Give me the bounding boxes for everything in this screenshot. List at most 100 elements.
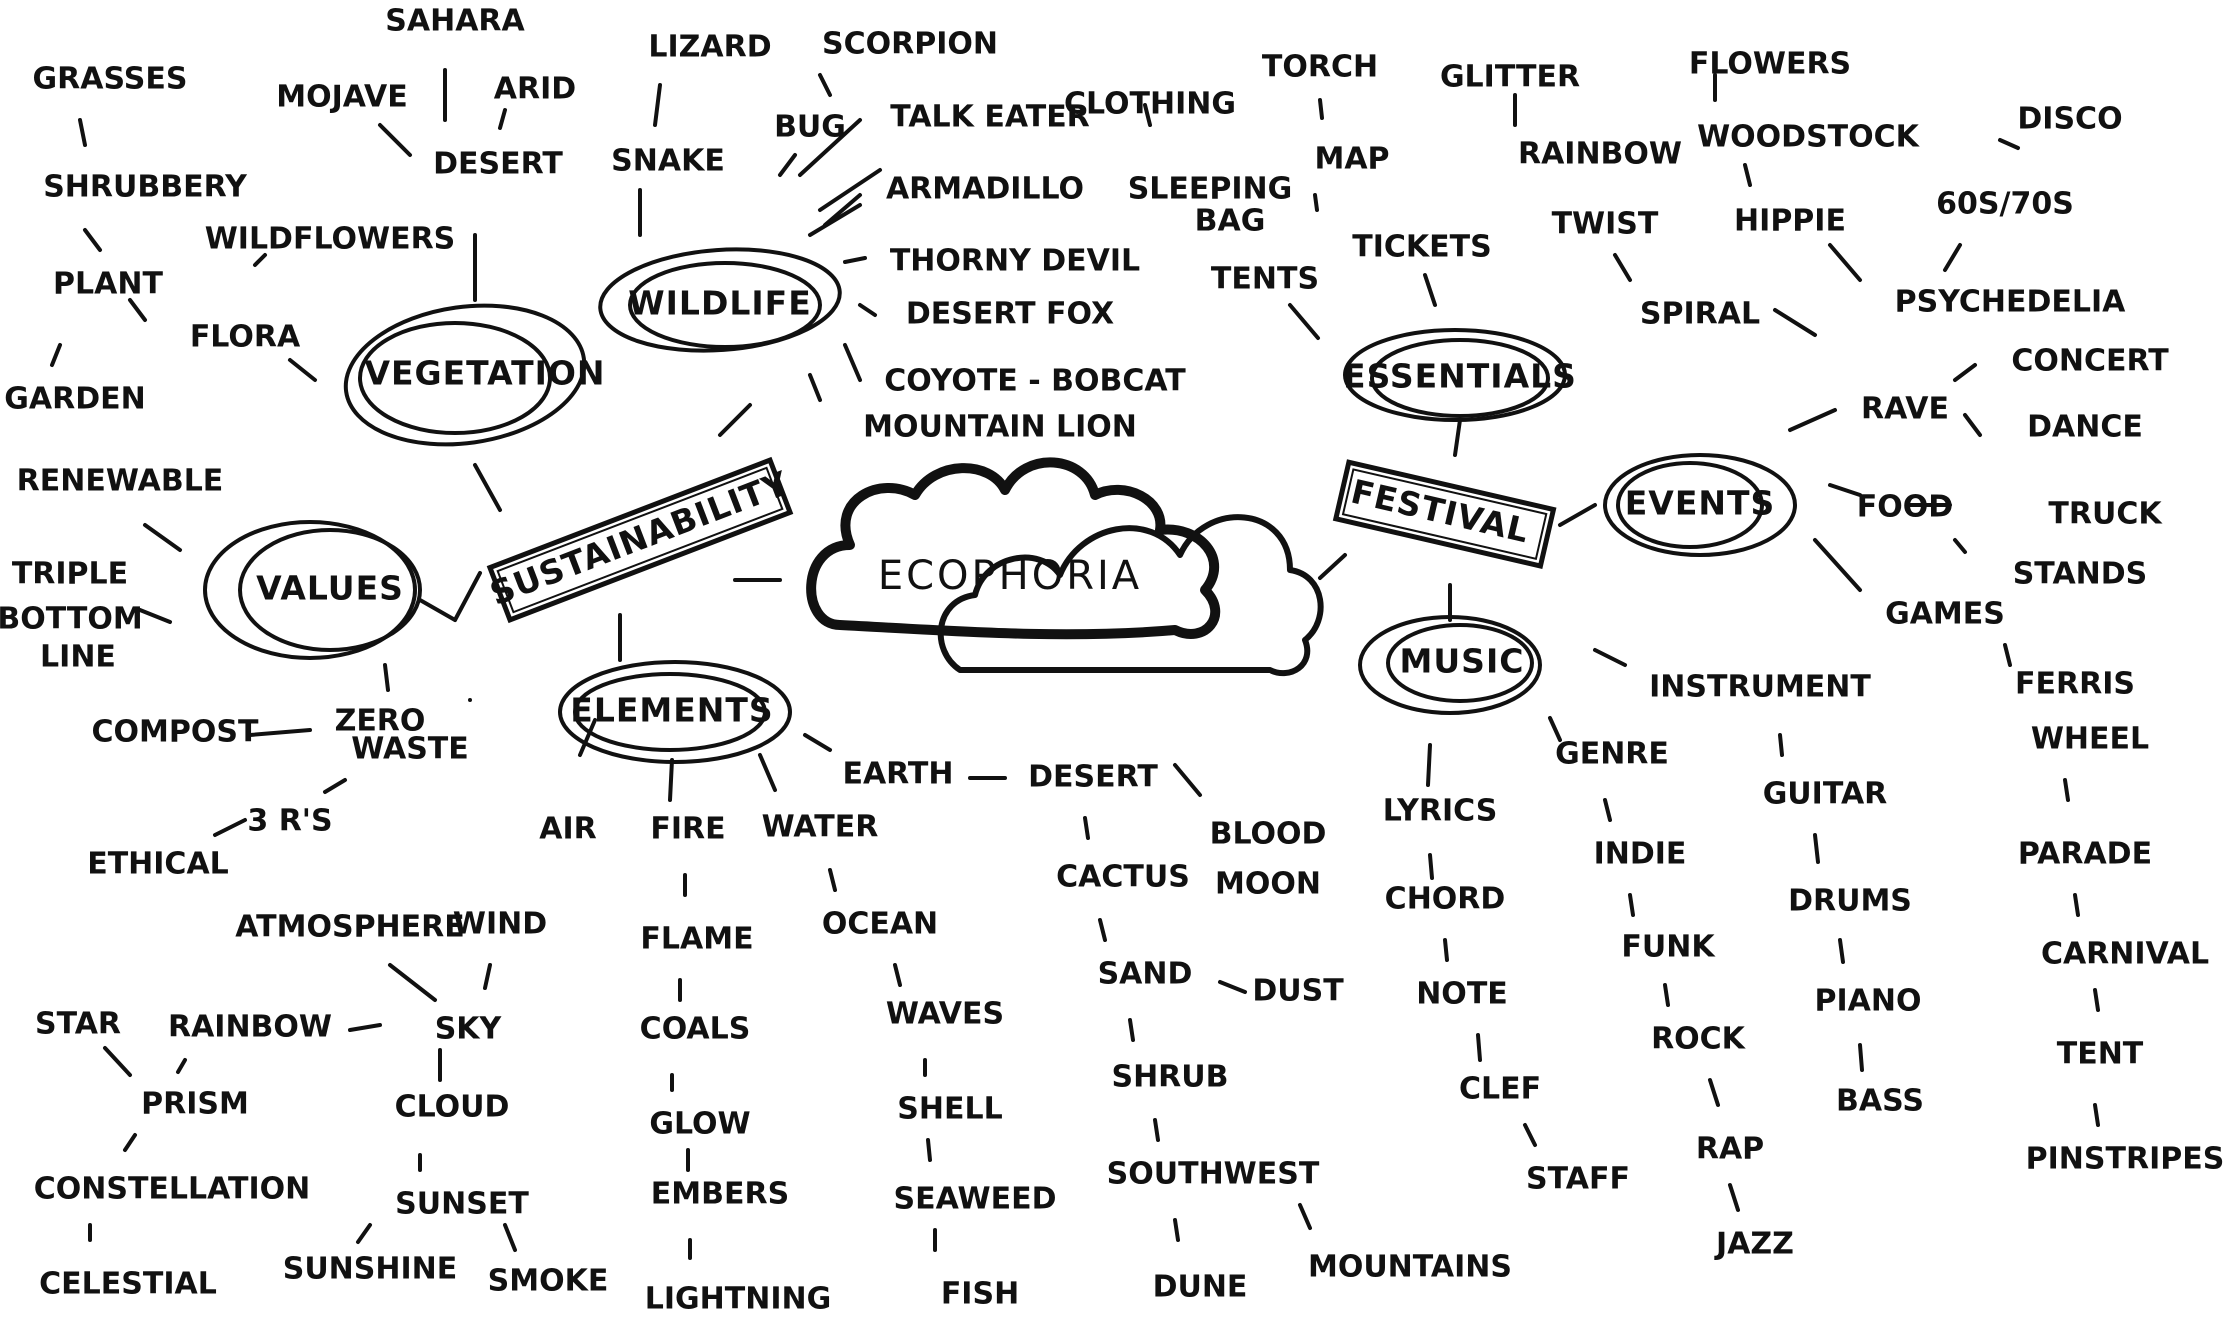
- word-twist: TWIST: [1552, 207, 1659, 242]
- word-moon: MOON: [1215, 867, 1321, 902]
- sustainability-label: SUSTAINABILITY: [485, 463, 794, 613]
- word-lizard: LIZARD: [648, 30, 771, 65]
- word-wheel: WHEEL: [2031, 722, 2149, 757]
- word-snake: SNAKE: [611, 144, 725, 179]
- word-sky: SKY: [435, 1012, 503, 1047]
- word-woodstock: WOODSTOCK: [1697, 120, 1921, 155]
- word-talk-eater: TALK EATER: [890, 100, 1090, 135]
- word-carnival: CARNIVAL: [2041, 937, 2209, 972]
- hub-vegetation: VEGETATION: [364, 354, 605, 393]
- word-chord: CHORD: [1385, 882, 1506, 917]
- word-hippie: HIPPIE: [1734, 204, 1846, 239]
- word-indie: INDIE: [1594, 837, 1687, 872]
- word-air: AIR: [539, 812, 596, 847]
- word-spiral: SPIRAL: [1640, 297, 1760, 332]
- word-renewable: RENEWABLE: [17, 464, 224, 499]
- word-piano: PIANO: [1815, 984, 1922, 1019]
- word-waves: WAVES: [886, 997, 1004, 1032]
- word-ferris: FERRIS: [2015, 667, 2135, 702]
- word-staff: STAFF: [1526, 1162, 1630, 1197]
- word-shrubbery: SHRUBBERY: [43, 170, 248, 205]
- word-southwest: SOUTHWEST: [1107, 1157, 1320, 1192]
- word-constellation: CONSTELLATION: [34, 1172, 311, 1207]
- word-games: GAMES: [1885, 597, 2005, 632]
- word-triple: TRIPLE: [12, 557, 128, 592]
- word-line: LINE: [40, 640, 116, 675]
- word-sahara: SAHARA: [385, 4, 525, 39]
- word-scorpion: SCORPION: [822, 27, 998, 62]
- word-ocean: OCEAN: [822, 907, 938, 942]
- word-mountains: MOUNTAINS: [1308, 1250, 1512, 1285]
- word-stands: STANDS: [2013, 557, 2148, 592]
- word-sleeping: SLEEPING: [1128, 172, 1293, 207]
- word-grasses: GRASSES: [33, 62, 188, 97]
- word-flame: FLAME: [640, 922, 753, 957]
- word-guitar: GUITAR: [1763, 777, 1888, 812]
- word-tickets: TICKETS: [1352, 230, 1491, 265]
- word-clef: CLEF: [1459, 1072, 1541, 1107]
- word-drums: DRUMS: [1788, 884, 1912, 919]
- word-lightning: LIGHTNING: [645, 1282, 831, 1317]
- word-earth-desert: DESERT: [1028, 760, 1158, 795]
- connector-lines: [50, 68, 2100, 1260]
- word-atmosphere: ATMOSPHERE: [235, 910, 465, 945]
- word-dune: DUNE: [1153, 1270, 1248, 1305]
- word-wind: WIND: [453, 907, 547, 942]
- cloud-shape: [806, 457, 1221, 640]
- word-bug: BUG: [774, 110, 846, 145]
- word-flowers: FLOWERS: [1689, 47, 1851, 82]
- word-seaweed: SEAWEED: [894, 1182, 1057, 1217]
- word-celestial: CELESTIAL: [39, 1267, 217, 1302]
- word-sunshine: SUNSHINE: [283, 1252, 458, 1287]
- word-torch: TORCH: [1262, 50, 1378, 85]
- word-bass: BASS: [1836, 1084, 1924, 1119]
- word-parade: PARADE: [2018, 837, 2152, 872]
- word-bag: BAG: [1195, 204, 1266, 239]
- word-rainbow: RAINBOW: [1518, 137, 1682, 172]
- word-three-rs: 3 R'S: [247, 804, 332, 839]
- word-rainbow-air: RAINBOW: [168, 1010, 332, 1045]
- word-wildflowers: WILDFLOWERS: [205, 222, 456, 257]
- word-smoke: SMOKE: [488, 1264, 609, 1299]
- word-zero: ZERO: [335, 704, 426, 739]
- central-cloud: ECOPHORIA: [806, 457, 1324, 677]
- word-genre: GENRE: [1555, 737, 1669, 772]
- word-lyrics: LYRICS: [1383, 794, 1498, 829]
- word-flora: FLORA: [190, 320, 301, 355]
- word-tents: TENTS: [1211, 262, 1319, 297]
- word-dance: DANCE: [2027, 410, 2143, 445]
- words: SAHARA GRASSES MOJAVE ARID DESERT SHRUBB…: [0, 4, 2224, 1317]
- word-clothing: CLOTHING: [1064, 87, 1236, 122]
- word-embers: EMBERS: [651, 1177, 789, 1212]
- word-armadillo: ARMADILLO: [886, 172, 1084, 207]
- word-rap: RAP: [1696, 1132, 1764, 1167]
- word-ethical: ETHICAL: [87, 847, 229, 882]
- word-plant: PLANT: [53, 267, 163, 302]
- word-glitter: GLITTER: [1440, 60, 1580, 95]
- word-food: FOOD: [1857, 490, 1953, 525]
- hub-essentials: ESSENTIALS: [1343, 357, 1577, 396]
- festival-branch: FESTIVAL: [1332, 459, 1557, 569]
- word-blood: BLOOD: [1210, 817, 1327, 852]
- word-funk: FUNK: [1621, 930, 1716, 965]
- word-mountain-lion: MOUNTAIN LION: [863, 410, 1137, 445]
- word-garden: GARDEN: [4, 382, 145, 417]
- word-thorny-devil: THORNY DEVIL: [890, 244, 1140, 279]
- word-fish: FISH: [941, 1277, 1019, 1312]
- hub-events: EVENTS: [1625, 484, 1776, 523]
- word-note: NOTE: [1416, 977, 1508, 1012]
- word-rave: RAVE: [1861, 392, 1949, 427]
- word-desert-fox: DESERT FOX: [906, 297, 1114, 332]
- word-desert-veg: DESERT: [433, 147, 563, 182]
- word-sand: SAND: [1098, 957, 1193, 992]
- word-truck: TRUCK: [2048, 497, 2163, 532]
- word-coyote-bobcat: COYOTE - BOBCAT: [884, 364, 1186, 399]
- word-cloud: CLOUD: [395, 1090, 510, 1125]
- sustainability-branch: SUSTAINABILITY: [485, 456, 794, 624]
- word-concert: CONCERT: [2011, 344, 2169, 379]
- word-glow: GLOW: [649, 1107, 750, 1142]
- word-earth: EARTH: [842, 757, 953, 792]
- hub-wildlife: WILDLIFE: [628, 284, 812, 323]
- word-water: WATER: [762, 810, 879, 845]
- hub-elements: ELEMENTS: [570, 691, 773, 730]
